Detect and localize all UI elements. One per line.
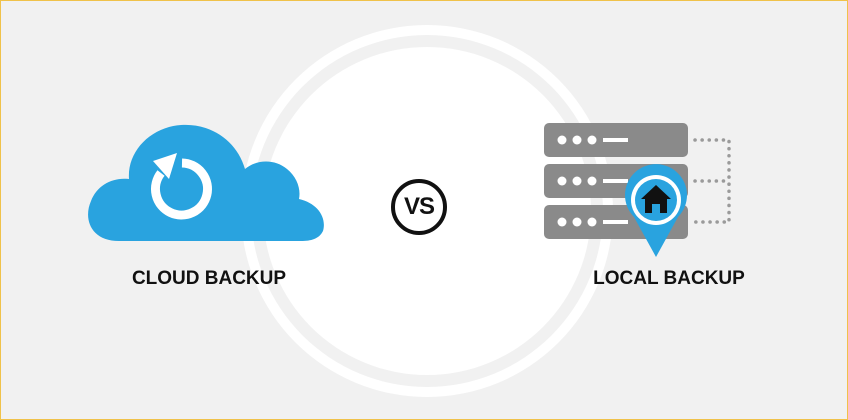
server-stack-icon [544, 123, 731, 257]
refresh-arrow-icon [151, 153, 212, 220]
network-connector [693, 138, 731, 224]
local-backup-label: LOCAL BACKUP [593, 268, 745, 289]
location-pin-icon [625, 164, 688, 257]
cloud-backup-label: CLOUD BACKUP [131, 268, 287, 289]
server-unit [544, 123, 688, 157]
versus-text: VS [403, 193, 435, 220]
versus-badge: VS [391, 179, 447, 235]
cloud-refresh-icon [88, 124, 324, 241]
home-icon [641, 185, 671, 213]
